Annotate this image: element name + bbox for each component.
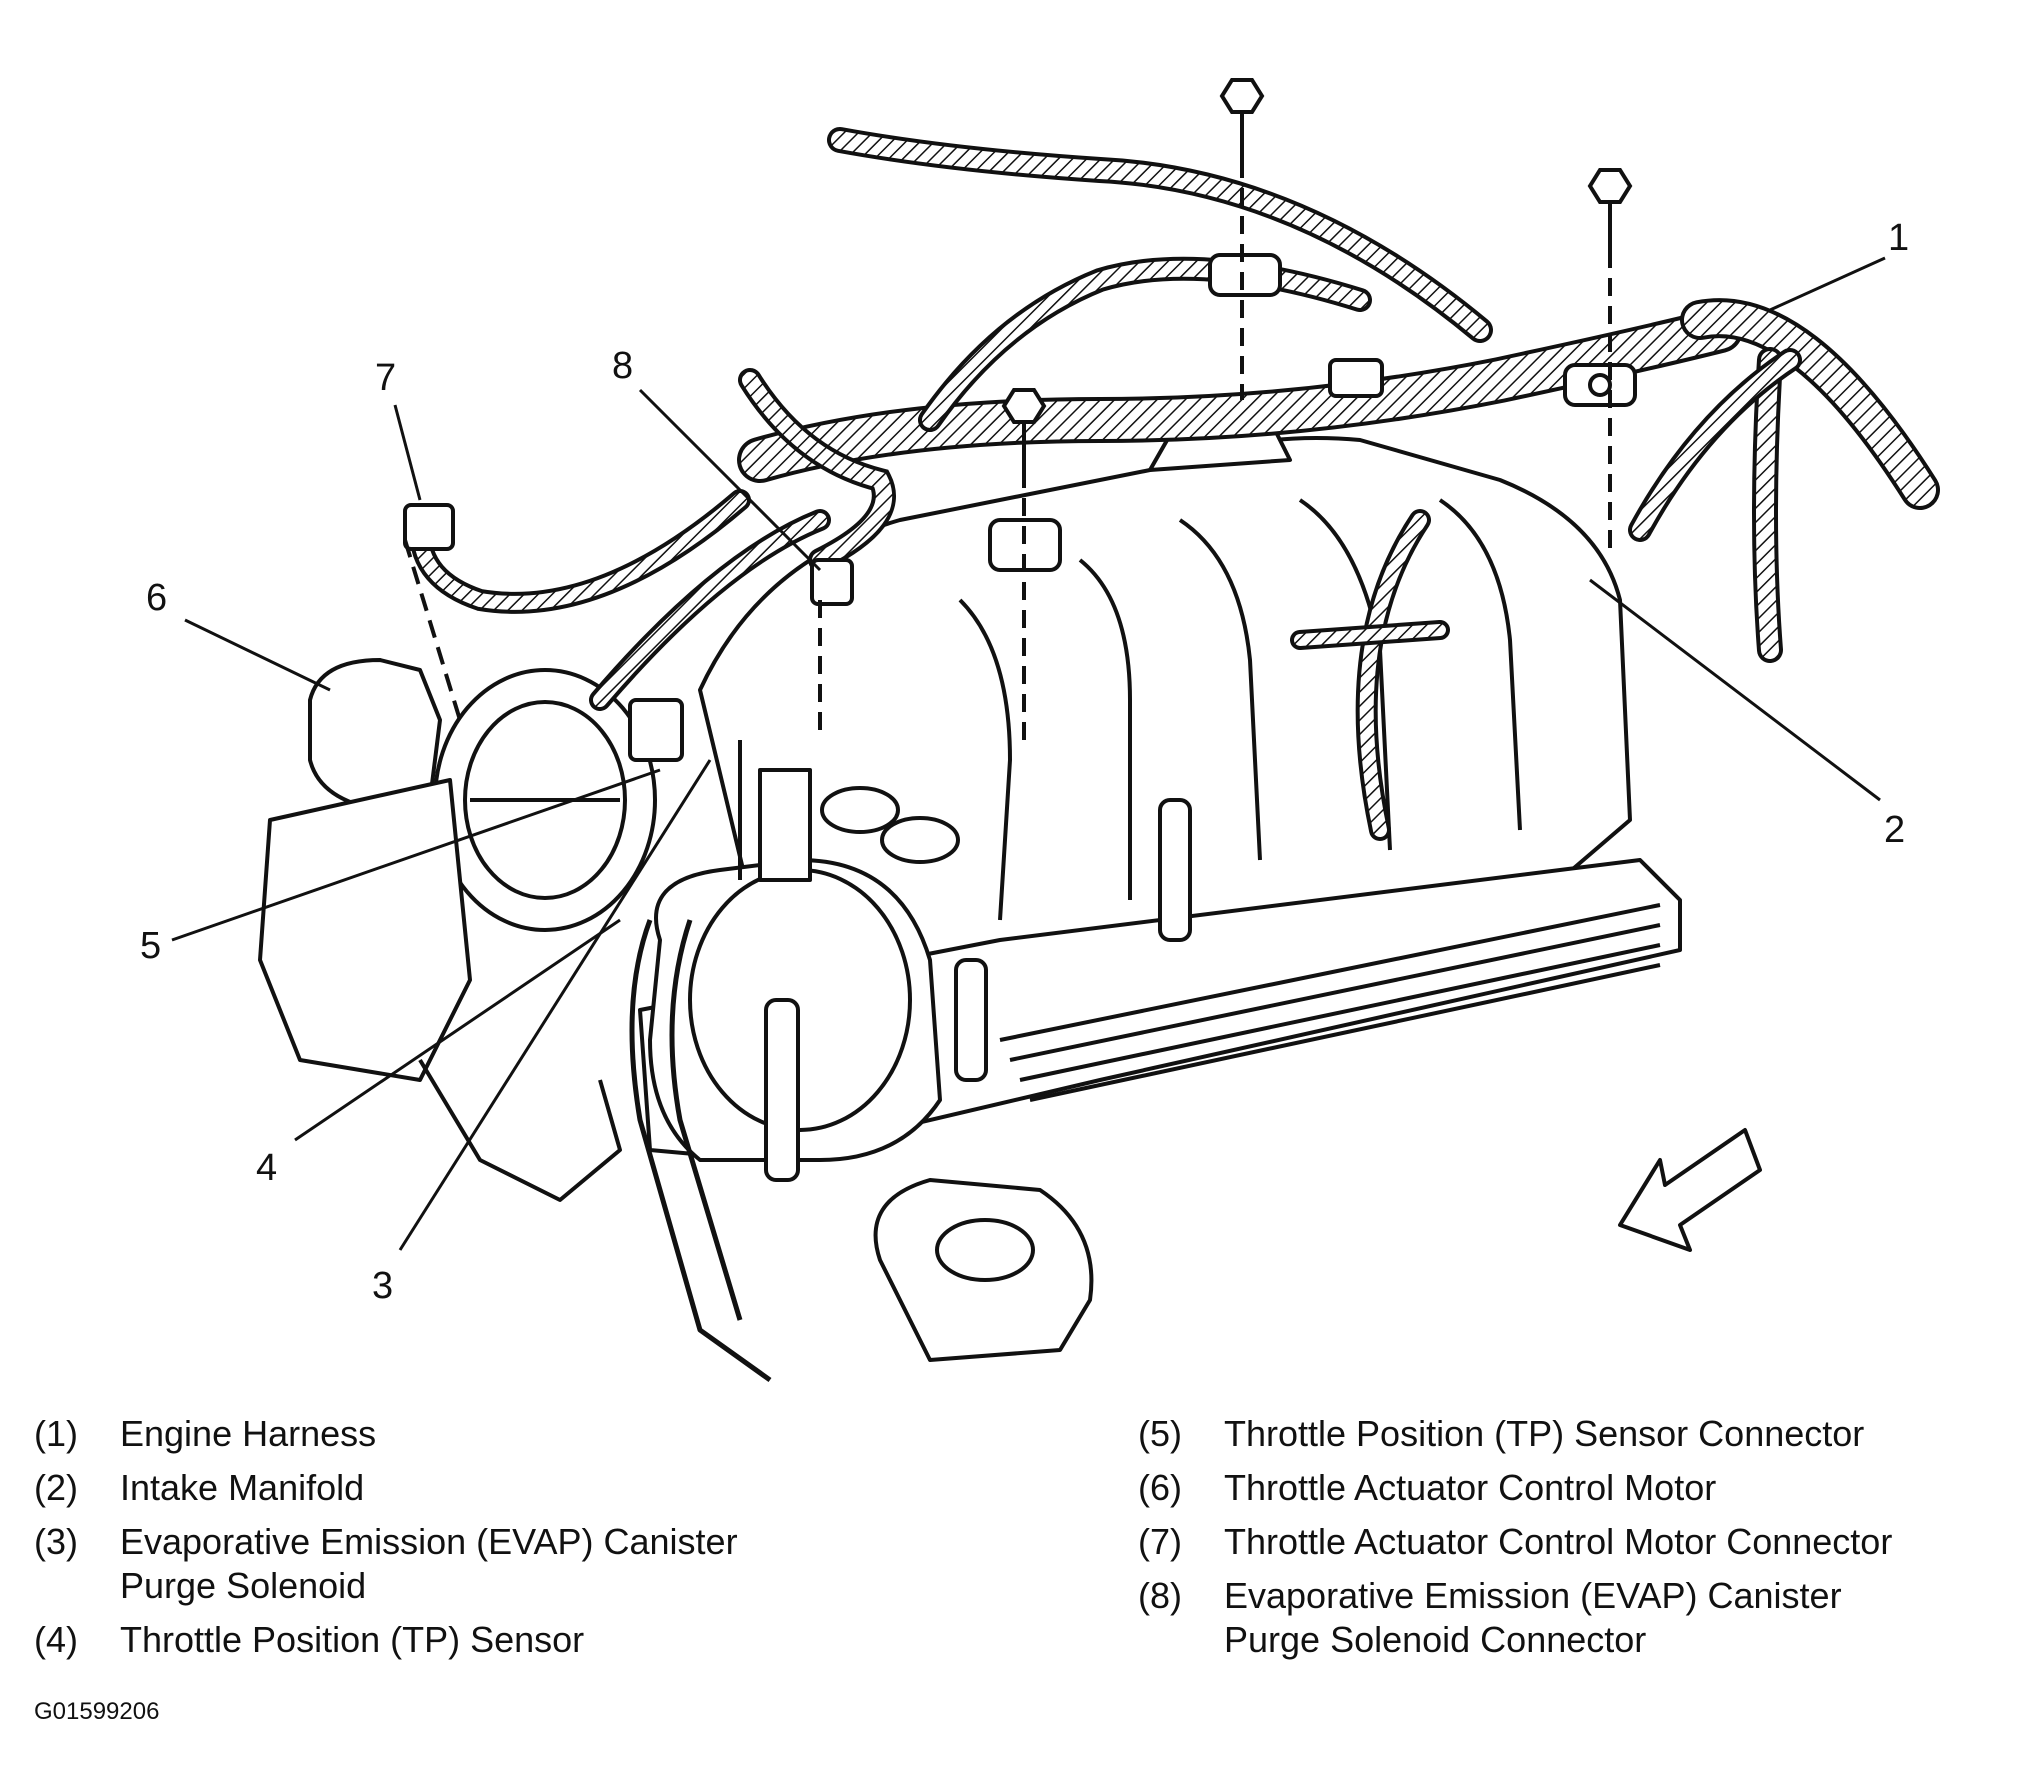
callout-4: 4 — [256, 1147, 277, 1189]
legend-text: Intake Manifold — [120, 1467, 365, 1508]
engine-illustration: 1 2 3 4 5 6 7 8 — [140, 78, 1940, 1383]
legend-text: Evaporative Emission (EVAP) Canister Pur… — [120, 1521, 738, 1606]
callout-1: 1 — [1888, 217, 1909, 259]
engine-harness — [409, 127, 1940, 841]
legend-number: (6) — [1138, 1467, 1182, 1508]
legend-item-5: (5) Throttle Position (TP) Sensor Connec… — [1138, 1412, 2018, 1456]
legend-number: (2) — [34, 1467, 78, 1508]
legend-number: (8) — [1138, 1575, 1182, 1616]
leader-lines — [171, 256, 1886, 1251]
legend-item-3: (3) Evaporative Emission (EVAP) Canister… — [34, 1520, 1034, 1608]
legend-text: Throttle Position (TP) Sensor — [120, 1619, 585, 1660]
legend-item-2: (2) Intake Manifold — [34, 1466, 1034, 1510]
legend-text: Throttle Position (TP) Sensor Connector — [1224, 1413, 1865, 1454]
figure-id: G01599206 — [34, 1698, 160, 1725]
bolts — [403, 78, 1633, 740]
callout-8: 8 — [612, 345, 633, 387]
legend-text: Throttle Actuator Control Motor Connecto… — [1224, 1521, 1893, 1562]
legend-text: Engine Harness — [120, 1413, 377, 1454]
callout-7: 7 — [375, 357, 396, 399]
callout-5: 5 — [140, 925, 161, 967]
legend-right-column: (5) Throttle Position (TP) Sensor Connec… — [1138, 1412, 2018, 1672]
callout-numbers: 1 2 3 4 5 6 7 8 — [140, 217, 1909, 1307]
legend-text: Throttle Actuator Control Motor — [1224, 1467, 1717, 1508]
legend-number: (7) — [1138, 1521, 1182, 1562]
legend-item-7: (7) Throttle Actuator Control Motor Conn… — [1138, 1520, 2018, 1564]
connectors — [403, 358, 1384, 762]
legend-number: (1) — [34, 1413, 78, 1454]
callout-2: 2 — [1884, 809, 1905, 851]
legend-number: (3) — [34, 1521, 78, 1562]
legend-text: Evaporative Emission (EVAP) Canister Pur… — [1224, 1575, 1842, 1660]
legend-item-8: (8) Evaporative Emission (EVAP) Canister… — [1138, 1574, 2018, 1662]
legend-number: (5) — [1138, 1413, 1182, 1454]
forward-arrow-icon — [1618, 1128, 1762, 1252]
legend-left-column: (1) Engine Harness (2) Intake Manifold (… — [34, 1412, 1034, 1672]
harness-brackets — [988, 253, 1637, 572]
legend-item-6: (6) Throttle Actuator Control Motor — [1138, 1466, 2018, 1510]
engine-block — [258, 398, 1682, 1383]
legend-item-1: (1) Engine Harness — [34, 1412, 1034, 1456]
legend-item-4: (4) Throttle Position (TP) Sensor — [34, 1618, 1034, 1662]
callout-6: 6 — [146, 577, 167, 619]
legend-number: (4) — [34, 1619, 78, 1660]
callout-3: 3 — [372, 1265, 393, 1307]
